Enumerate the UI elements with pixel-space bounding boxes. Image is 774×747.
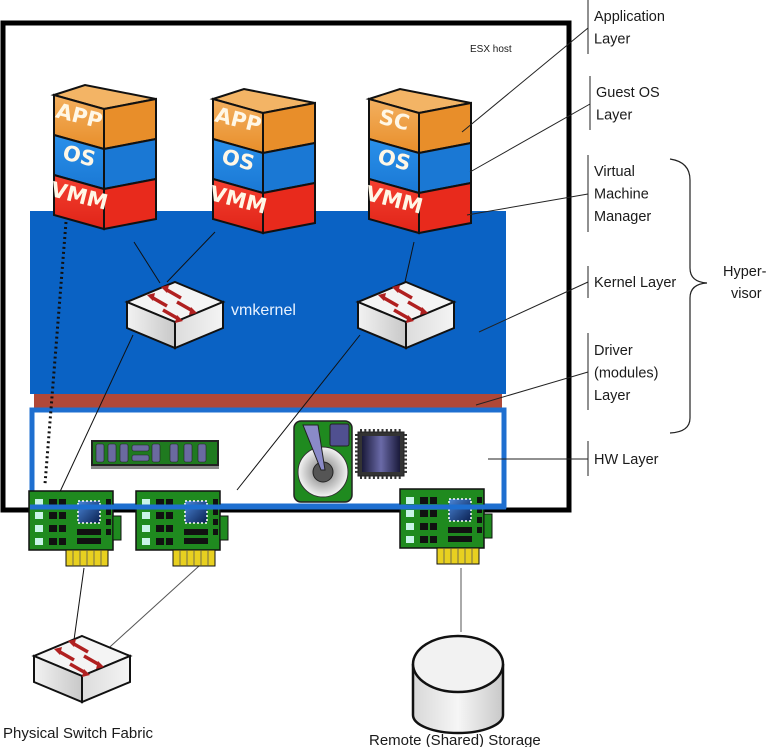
app-tier: APP	[53, 93, 157, 151]
virtual-switch-2-icon	[355, 280, 457, 350]
layer-label-1-line-1: Application	[594, 9, 665, 25]
layer-annotations	[461, 0, 591, 476]
nic-card-1-icon	[28, 490, 122, 567]
ram-module-icon	[91, 440, 219, 469]
app-tier: SC	[368, 97, 472, 155]
remote-storage-icon	[411, 634, 505, 735]
vmkernel-label: vmkernel	[231, 302, 296, 319]
switch-arrows-icon	[378, 285, 428, 323]
hypervisor-label-line-1: Hyper-	[723, 264, 767, 280]
switch-arrows-icon	[54, 639, 104, 677]
vmm-tier: VMM	[207, 177, 316, 235]
remote-storage-label: Remote (Shared) Storage	[369, 732, 541, 747]
layer-label-2-line-2: Layer	[596, 108, 632, 124]
layer-label-3-line-1: Virtual	[594, 164, 635, 180]
os-tier: OS	[368, 137, 472, 195]
connection-lines	[57, 231, 462, 656]
virtual-switch-1-icon	[124, 280, 226, 350]
esx-host-label: ESX host	[470, 44, 512, 55]
physical-switch-fabric-label: Physical Switch Fabric	[3, 725, 154, 742]
dotted-connection	[43, 221, 68, 485]
layer-label-6-line-1: HW Layer	[594, 452, 659, 468]
layer-label-5-line-3: Layer	[594, 388, 630, 404]
vmm-tier: VMM	[363, 177, 472, 235]
layer-label-5-line-2: (modules)	[594, 366, 658, 382]
nic-card-2-icon	[135, 490, 229, 567]
layer-label-5-line-1: Driver	[594, 343, 633, 359]
driver-layer	[34, 394, 502, 409]
layer-label-3-line-2: Machine	[594, 187, 649, 203]
layer-label-1-line-2: Layer	[594, 32, 630, 48]
hypervisor-label-line-2: visor	[731, 286, 762, 302]
hypervisor-brace	[669, 158, 708, 434]
cpu-chip-icon	[355, 429, 407, 479]
layer-label-2-line-1: Guest OS	[596, 85, 660, 101]
switch-arrows-icon	[147, 285, 197, 323]
physical-switch-icon	[31, 634, 133, 704]
nic-card-3-icon	[399, 488, 493, 565]
layer-label-3-line-3: Manager	[594, 209, 651, 225]
vmm-tier: VMM	[48, 173, 157, 231]
hard-disk-icon	[293, 420, 353, 503]
os-tier: OS	[53, 133, 157, 191]
app-tier: APP	[212, 97, 316, 155]
layer-label-4-line-1: Kernel Layer	[594, 275, 676, 291]
